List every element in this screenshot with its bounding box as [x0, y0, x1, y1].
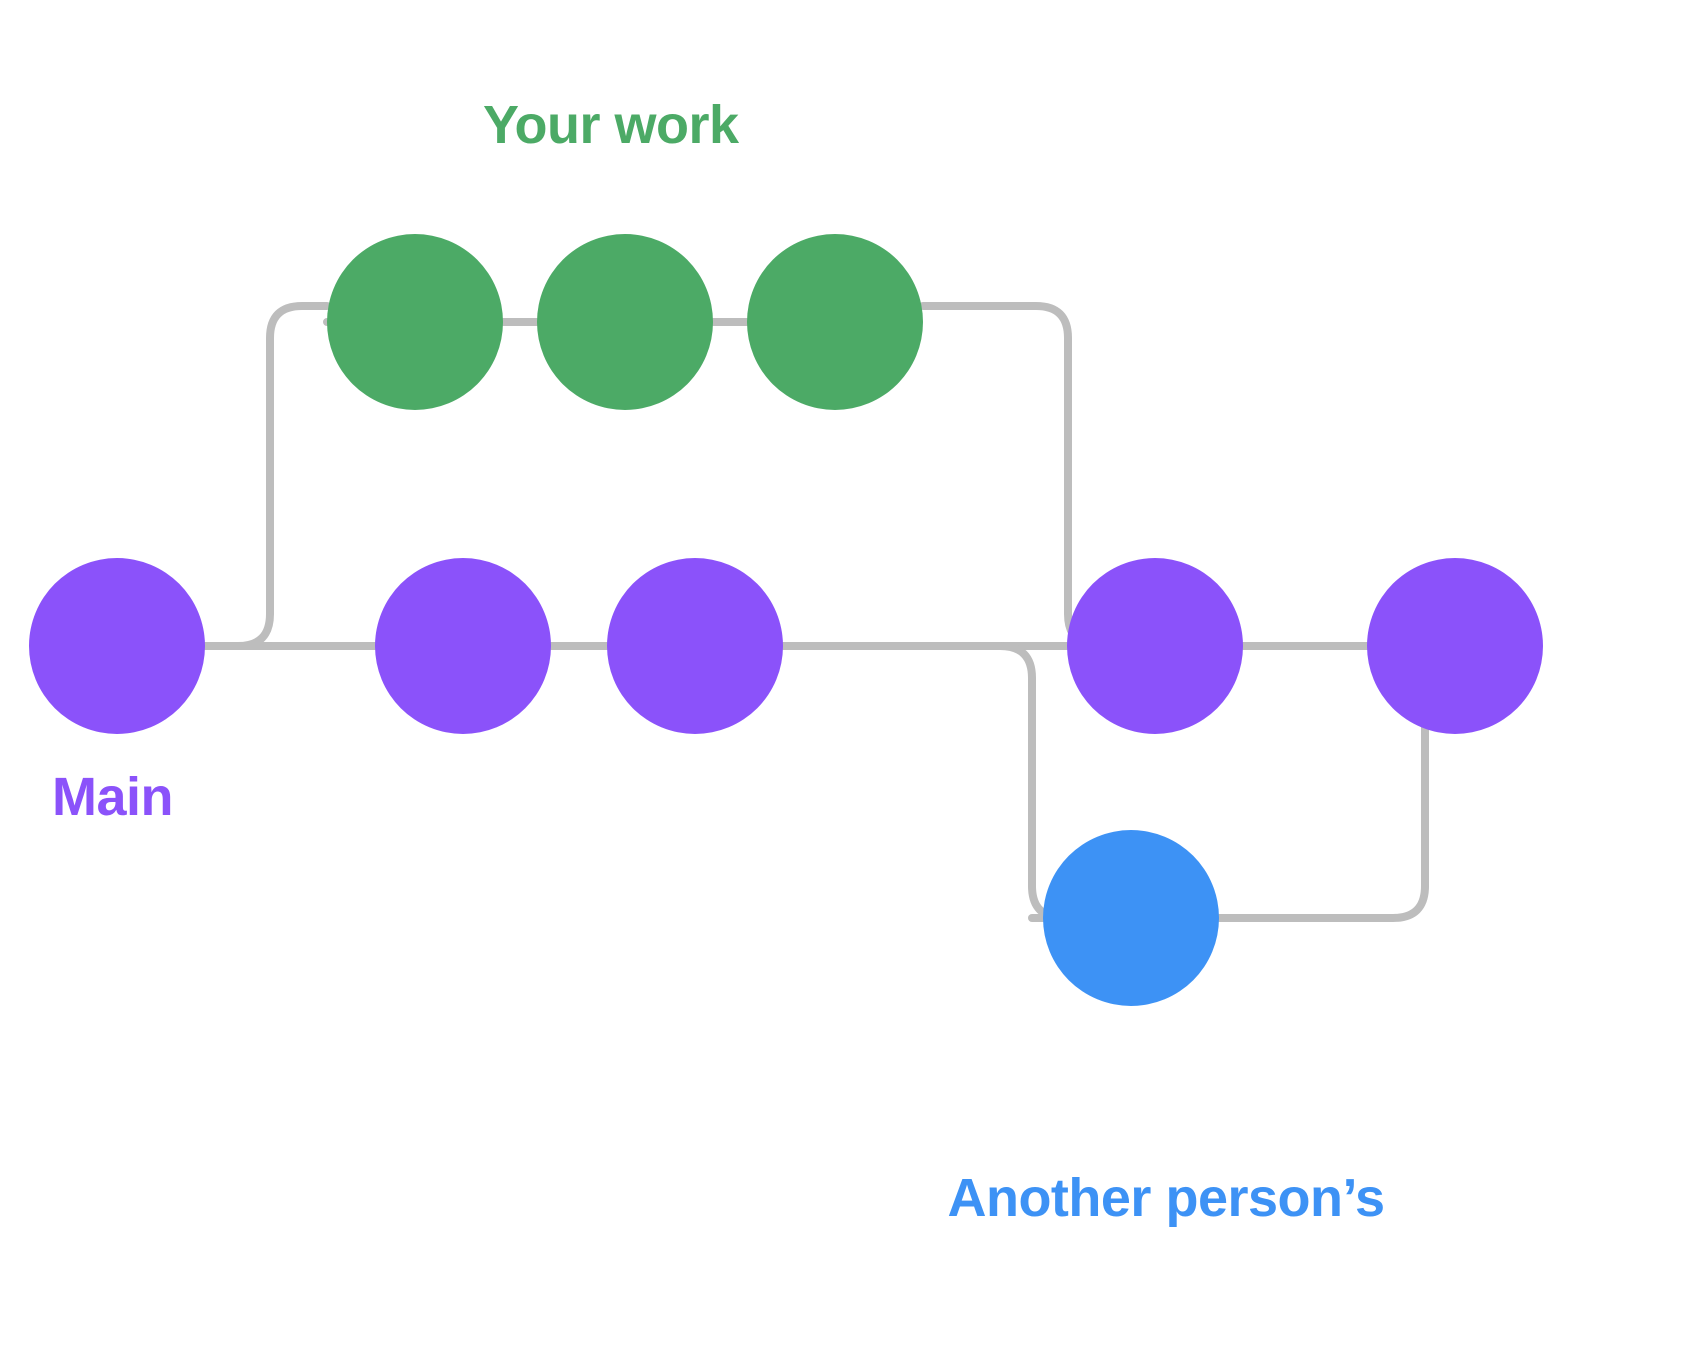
- commit-node-main-5[interactable]: [1367, 558, 1543, 734]
- connector-branch-down-to-another-person: [779, 642, 1068, 922]
- commit-node-main-3[interactable]: [607, 558, 783, 734]
- commit-node-your-work-2[interactable]: [537, 234, 713, 410]
- commit-node-main-2[interactable]: [375, 558, 551, 734]
- node-layer: [29, 234, 1543, 1006]
- branch-label-another-person: Another person’s work: [886, 1040, 1446, 1352]
- branch-label-another-person-line1: Another person’s: [947, 1168, 1385, 1229]
- connector-branch-up-to-your-work: [201, 302, 331, 650]
- commit-node-your-work-1[interactable]: [327, 234, 503, 410]
- branch-label-your-work: Your work: [483, 95, 739, 155]
- commit-node-main-1[interactable]: [29, 558, 205, 734]
- branch-label-main: Main: [52, 767, 174, 827]
- connector-merge-your-work-into-main: [919, 302, 1104, 650]
- commit-node-another-person-1[interactable]: [1043, 830, 1219, 1006]
- commit-node-your-work-3[interactable]: [747, 234, 923, 410]
- commit-node-main-4[interactable]: [1067, 558, 1243, 734]
